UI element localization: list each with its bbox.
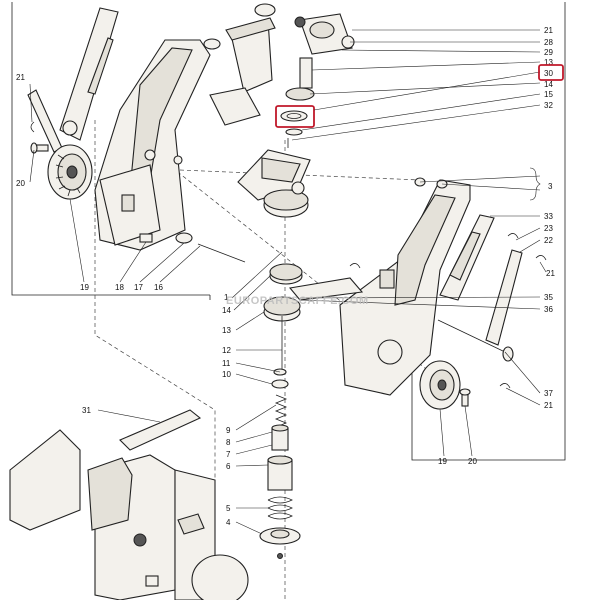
label-7: 7 [226, 450, 231, 459]
rod-37 [437, 319, 514, 362]
label-22: 22 [544, 236, 553, 245]
bushing-8-7 [271, 424, 289, 451]
label-19: 19 [80, 283, 89, 292]
label-37: 37 [544, 389, 553, 398]
motor-bracket-31 [119, 409, 202, 451]
label-16: 16 [154, 283, 163, 292]
label-18: 18 [115, 283, 124, 292]
label-17: 17 [134, 283, 143, 292]
pin-top-right [414, 177, 448, 189]
cam-lever-right [439, 214, 495, 301]
callout-box-gasket [275, 105, 315, 128]
label-1: 1 [224, 293, 229, 302]
circlips-right [349, 233, 547, 389]
label-9: 9 [226, 426, 231, 435]
spring-9 [274, 394, 288, 428]
group-outline-right [411, 2, 566, 461]
flange-4 [259, 527, 301, 559]
label-35: 35 [544, 293, 553, 302]
label-15: 15 [544, 90, 553, 99]
label-20: 20 [468, 457, 477, 466]
pin-20-left [30, 142, 49, 154]
rod-16 [197, 243, 246, 263]
label-14: 14 [544, 80, 553, 89]
label-21: 21 [544, 26, 553, 35]
label-14: 14 [222, 306, 231, 315]
leader-lines [29, 29, 547, 535]
label-21: 21 [546, 269, 555, 278]
label-23: 23 [544, 224, 553, 233]
shaft-13-top [285, 57, 315, 101]
support-frame-right [288, 179, 471, 396]
bellows-6 [267, 455, 293, 520]
label-30: 30 [544, 69, 553, 78]
label-4: 4 [226, 518, 231, 527]
label-29: 29 [544, 48, 553, 57]
label-13: 13 [222, 326, 231, 335]
label-11: 11 [222, 359, 231, 368]
gear-wheel-19-right [419, 360, 461, 410]
label-6: 6 [226, 462, 231, 471]
label-20: 20 [16, 179, 25, 188]
motor-housing [9, 429, 249, 600]
mixing-bowl [237, 149, 311, 218]
gasket-30-highlighted [280, 110, 308, 122]
label-5: 5 [226, 504, 231, 513]
part-labels: 21 28 29 13 30 14 15 32 21 20 19 18 17 1… [16, 26, 564, 527]
link-rod-right [485, 249, 523, 346]
impeller-stack-center [263, 263, 303, 389]
label-32: 32 [544, 101, 553, 110]
label-21: 21 [16, 73, 25, 82]
label-13: 13 [544, 58, 553, 67]
label-10: 10 [222, 370, 231, 379]
callout-box-30 [538, 64, 564, 81]
label-12: 12 [222, 346, 231, 355]
pin-20-right [459, 388, 471, 407]
valve-assembly-top [254, 3, 355, 55]
label-21: 21 [544, 401, 553, 410]
screws-18-17 [139, 232, 193, 244]
gear-wheel-19-left [47, 144, 93, 200]
support-frame-left [94, 38, 221, 251]
label-28: 28 [544, 38, 553, 47]
label-33: 33 [544, 212, 553, 221]
powder-funnel [209, 17, 276, 126]
washer-15 [285, 128, 303, 136]
label-3: 3 [548, 182, 553, 191]
label-31: 31 [82, 406, 91, 415]
watermark: EUROPARTSCAFFE.COM [226, 295, 369, 307]
label-36: 36 [544, 305, 553, 314]
label-19: 19 [438, 457, 447, 466]
lever-arm-top-left [59, 7, 119, 141]
group-outline-top-left [11, 2, 211, 300]
label-8: 8 [226, 438, 231, 447]
